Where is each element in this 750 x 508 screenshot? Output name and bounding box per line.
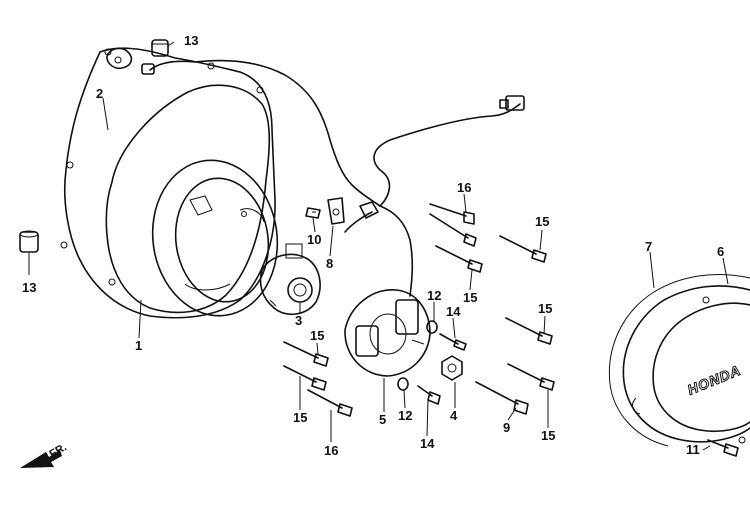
callout-10: 10	[307, 232, 321, 247]
callout-1: 1	[135, 338, 142, 353]
callout-13-top: 13	[184, 33, 198, 48]
wire-harness	[149, 59, 381, 207]
stator	[344, 289, 431, 377]
side-cover	[622, 285, 750, 443]
callout-15-a: 15	[535, 214, 549, 229]
cap-13-left	[19, 231, 39, 253]
callout-16-a: 16	[457, 180, 471, 195]
callout-14-top: 14	[446, 304, 461, 319]
pulse-generator	[259, 253, 321, 315]
wire-terminal	[106, 47, 133, 70]
gasket	[63, 47, 276, 319]
washer-12-bottom	[397, 377, 409, 391]
callout-12-bottom: 12	[398, 408, 412, 423]
wire-connector	[505, 95, 525, 111]
front-direction-arrow: FR.	[20, 441, 69, 468]
callout-14-bottom: 14	[420, 436, 435, 451]
callout-9: 9	[503, 420, 510, 435]
direction-label: FR.	[48, 441, 69, 460]
callout-11: 11	[686, 442, 700, 457]
callout-4: 4	[450, 408, 458, 423]
callout-labels: 1 2 3 4 5 6 7 8 9 10 11 12 12 13 13 14 1…	[22, 33, 724, 458]
left-crankcase-cover	[105, 84, 271, 314]
cover-brand-text: HONDA	[685, 362, 743, 398]
cap-13-top	[151, 39, 169, 57]
callout-15-d: 15	[310, 328, 324, 343]
callout-15-c: 15	[538, 301, 552, 316]
bolts	[283, 203, 739, 457]
cover-gasket	[608, 273, 750, 447]
callout-15-e: 15	[293, 410, 307, 425]
callout-16-b: 16	[324, 443, 338, 458]
callout-12-top: 12	[427, 288, 441, 303]
callout-6: 6	[717, 244, 724, 259]
clamp-8	[327, 197, 345, 225]
cover-rotor-housing	[151, 159, 279, 317]
callout-15-b: 15	[463, 290, 477, 305]
callout-13-left: 13	[22, 280, 36, 295]
callout-7: 7	[645, 239, 652, 254]
leader-lines	[28, 41, 729, 451]
callout-3: 3	[295, 313, 302, 328]
callout-2: 2	[96, 86, 103, 101]
washer-12-top	[426, 320, 438, 334]
callout-5: 5	[379, 412, 386, 427]
bolt-10	[305, 207, 321, 219]
callout-15-f: 15	[541, 428, 555, 443]
callout-8: 8	[326, 256, 333, 271]
nut-4	[441, 355, 463, 381]
